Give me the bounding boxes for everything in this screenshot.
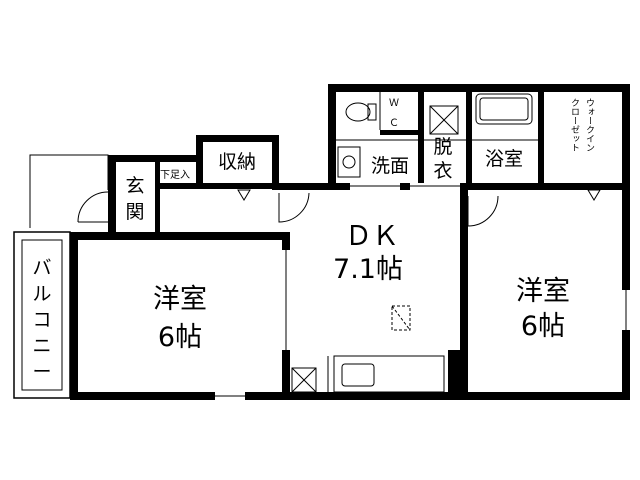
balcony-label-1: バ [32, 257, 51, 279]
dk-label: ＤＫ [345, 221, 399, 252]
washer-box-icon [429, 105, 459, 135]
bathroom-label: 浴室 [485, 148, 523, 170]
entrance-label-2: 関 [125, 201, 144, 223]
dressing-label-2: 衣 [433, 160, 452, 182]
bathtub-icon [475, 93, 533, 125]
kitchen-counter [333, 355, 445, 393]
western-right-size: 6帖 [521, 311, 565, 342]
doors [77, 191, 499, 227]
balcony-label-3: コ [32, 309, 51, 331]
closet-door-markers [237, 189, 601, 201]
balcony-label-5: ー [32, 361, 51, 383]
balcony-label-2: ル [32, 283, 51, 305]
western-left-label: 洋室 [153, 284, 207, 315]
storage-label: 収納 [218, 151, 256, 173]
dk-size: 7.1帖 [333, 254, 403, 285]
entrance-label-1: 玄 [125, 175, 144, 197]
western-left-size: 6帖 [158, 322, 202, 353]
western-right-label: 洋室 [516, 276, 570, 307]
wc-label-2: Ｃ [389, 118, 399, 129]
washbasin-icon [337, 146, 361, 178]
fridge-space-icon [291, 367, 317, 393]
balcony-area [13, 154, 109, 399]
washroom-label: 洗面 [371, 155, 409, 177]
room-labels: ＤＫ 7.1帖 洋室 6帖 洋室 6帖 玄 関 下足入 収納 Ｗ Ｃ 洗面 脱 … [32, 98, 594, 383]
floor-hatch-icon [391, 305, 411, 331]
openings [215, 183, 630, 400]
toilet-icon [345, 102, 371, 122]
wc-label-1: Ｗ [389, 98, 399, 109]
fixtures [291, 92, 538, 393]
shoe-storage-label: 下足入 [160, 169, 190, 181]
walk-in-closet-label-1: ウォークイン [584, 98, 595, 152]
walk-in-closet-label-2: クローゼット [569, 98, 580, 152]
balcony-label-4: ニ [32, 335, 51, 357]
dressing-label-1: 脱 [433, 136, 452, 158]
